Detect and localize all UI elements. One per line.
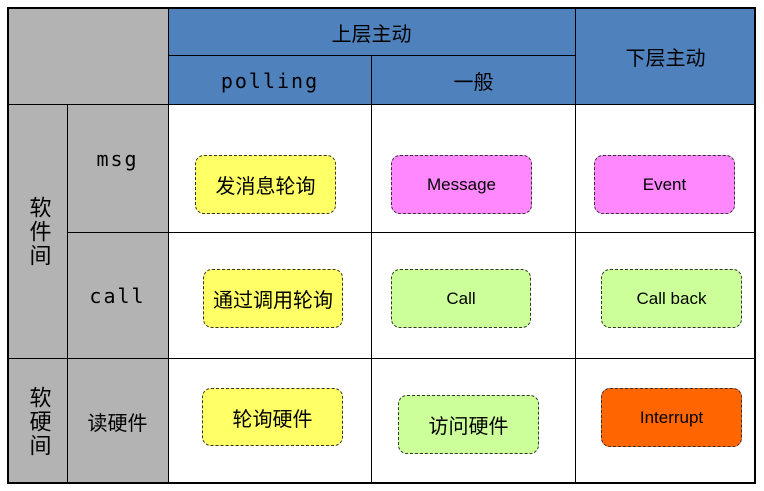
chip-hw-lower: Interrupt (601, 388, 742, 447)
grid-line (67, 232, 756, 233)
row-msg-label: msg (96, 147, 139, 171)
header-lower-active: 下层主动 (575, 8, 756, 105)
grid-line (168, 55, 575, 56)
grid-line (67, 105, 68, 484)
row-call-label: call (89, 284, 146, 308)
row-read-hw-label: 读硬件 (87, 411, 148, 435)
chip-msg-general: Message (391, 155, 532, 214)
row-read-hw: 读硬件 (67, 359, 168, 484)
grid-line (8, 104, 756, 105)
header-polling: polling (168, 56, 372, 105)
group-hardware: 软硬间 (8, 359, 67, 484)
group-software: 软件间 (8, 105, 67, 359)
group-software-label: 软件间 (25, 196, 51, 268)
header-lower-active-label: 下层主动 (625, 46, 706, 70)
grid-line (575, 8, 576, 484)
grid-line (168, 8, 169, 484)
header-general-label: 一般 (453, 70, 494, 94)
chip-call-general: Call (391, 269, 531, 328)
grid-line (371, 56, 372, 484)
chip-call-polling: 通过调用轮询 (203, 269, 343, 328)
chip-msg-polling: 发消息轮询 (195, 155, 336, 214)
grid-line (8, 358, 756, 359)
chip-call-lower: Call back (601, 269, 742, 328)
group-hardware-label: 软硬间 (25, 385, 51, 458)
header-polling-label: polling (220, 68, 320, 93)
row-msg: msg (67, 105, 168, 233)
header-upper-active: 上层主动 (168, 8, 575, 56)
chip-msg-lower: Event (594, 155, 735, 214)
chip-hw-polling: 轮询硬件 (202, 388, 343, 446)
header-upper-active-label: 上层主动 (331, 21, 412, 46)
row-call: call (67, 233, 168, 359)
header-general: 一般 (372, 56, 575, 105)
chip-hw-general: 访问硬件 (398, 395, 539, 454)
corner-cell (8, 8, 168, 105)
